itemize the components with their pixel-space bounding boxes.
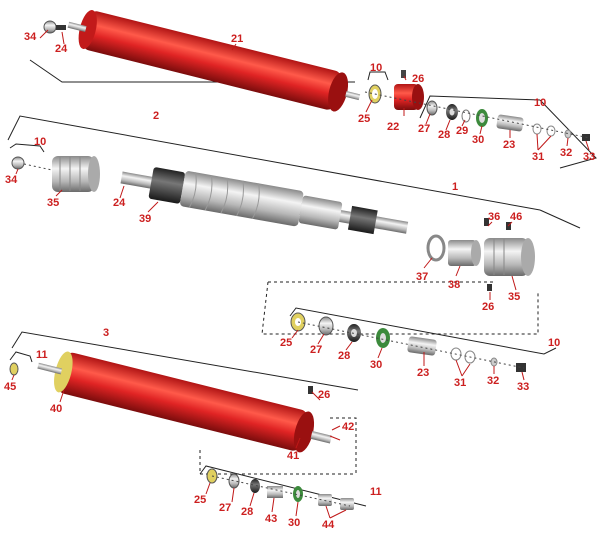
nut-34-top (43, 20, 66, 34)
label-26-mid: 26 (482, 301, 494, 313)
label-27-top: 27 (418, 123, 430, 135)
label-31-mid: 31 (454, 377, 466, 389)
label-41: 41 (287, 450, 299, 462)
label-45: 45 (4, 381, 16, 393)
label-33-top: 33 (583, 151, 595, 163)
kit-10-bracket (289, 307, 557, 355)
label-35-left: 35 (47, 197, 59, 209)
label-23-top: 23 (503, 139, 515, 151)
label-11-left: 11 (36, 349, 48, 361)
label-10-top: 10 (370, 62, 382, 74)
label-33-mid: 33 (517, 381, 529, 393)
sleeve-38 (448, 240, 481, 266)
label-36: 36 (488, 211, 500, 223)
roller-40 (37, 351, 332, 453)
label-40: 40 (50, 403, 62, 415)
label-37: 37 (416, 271, 428, 283)
seal-45 (9, 362, 19, 376)
kit-11-parts (206, 468, 354, 510)
label-23-mid: 23 (417, 367, 429, 379)
label-25-top: 25 (358, 113, 370, 125)
kit-10-parts (290, 312, 526, 372)
label-25-mid: 25 (280, 337, 292, 349)
label-32-top: 32 (560, 147, 572, 159)
callout-labels: 1 2 3 10 10 10 10 11 11 21 22 23 23 24 2… (4, 31, 595, 531)
label-11-bottom: 11 (370, 486, 382, 498)
label-46: 46 (510, 211, 522, 223)
label-32-mid: 32 (487, 375, 499, 387)
label-27-mid: 27 (310, 344, 322, 356)
shaft-39 (120, 167, 409, 235)
label-10-mid: 10 (548, 337, 560, 349)
label-30-mid: 30 (370, 359, 382, 371)
label-29: 29 (456, 125, 468, 137)
label-44: 44 (322, 519, 335, 531)
label-10-left: 10 (34, 136, 46, 148)
leader-lines (11, 29, 590, 519)
label-26-bottom: 26 (318, 389, 330, 401)
label-22: 22 (387, 121, 399, 133)
label-39: 39 (139, 213, 151, 225)
kit-11-bracket (199, 465, 367, 507)
label-34-top: 34 (24, 31, 37, 43)
label-27-bottom: 27 (219, 502, 231, 514)
nut-34-mid (11, 156, 25, 170)
label-24-mid: 24 (113, 197, 126, 209)
label-1: 1 (452, 181, 458, 193)
assembly-2-brackets (7, 115, 581, 229)
label-30-top: 30 (472, 134, 484, 146)
label-28-top: 28 (438, 129, 450, 141)
label-24-top: 24 (55, 43, 68, 55)
label-30-bottom: 30 (288, 517, 300, 529)
label-25-bottom: 25 (194, 494, 206, 506)
label-34-mid: 34 (5, 174, 18, 186)
ring-37 (426, 234, 446, 262)
label-38: 38 (448, 279, 460, 291)
label-28-bottom: 28 (241, 506, 253, 518)
label-35-right: 35 (508, 291, 520, 303)
roller-end-35-right (484, 238, 535, 276)
label-21: 21 (231, 33, 243, 45)
set-screw-26-top (401, 70, 406, 78)
roller-end-35-left (52, 156, 100, 192)
label-28-mid: 28 (338, 350, 350, 362)
roller-21 (67, 10, 361, 112)
assembly-3-brackets (9, 331, 359, 391)
set-screw-26-bottom (308, 386, 313, 394)
bearing-22 (394, 84, 424, 110)
label-42: 42 (342, 421, 354, 433)
label-2: 2 (153, 110, 159, 122)
label-43: 43 (265, 513, 277, 525)
label-26-top: 26 (412, 73, 424, 85)
label-10-right: 10 (534, 97, 546, 109)
label-31-top: 31 (532, 151, 544, 163)
label-3: 3 (103, 327, 109, 339)
